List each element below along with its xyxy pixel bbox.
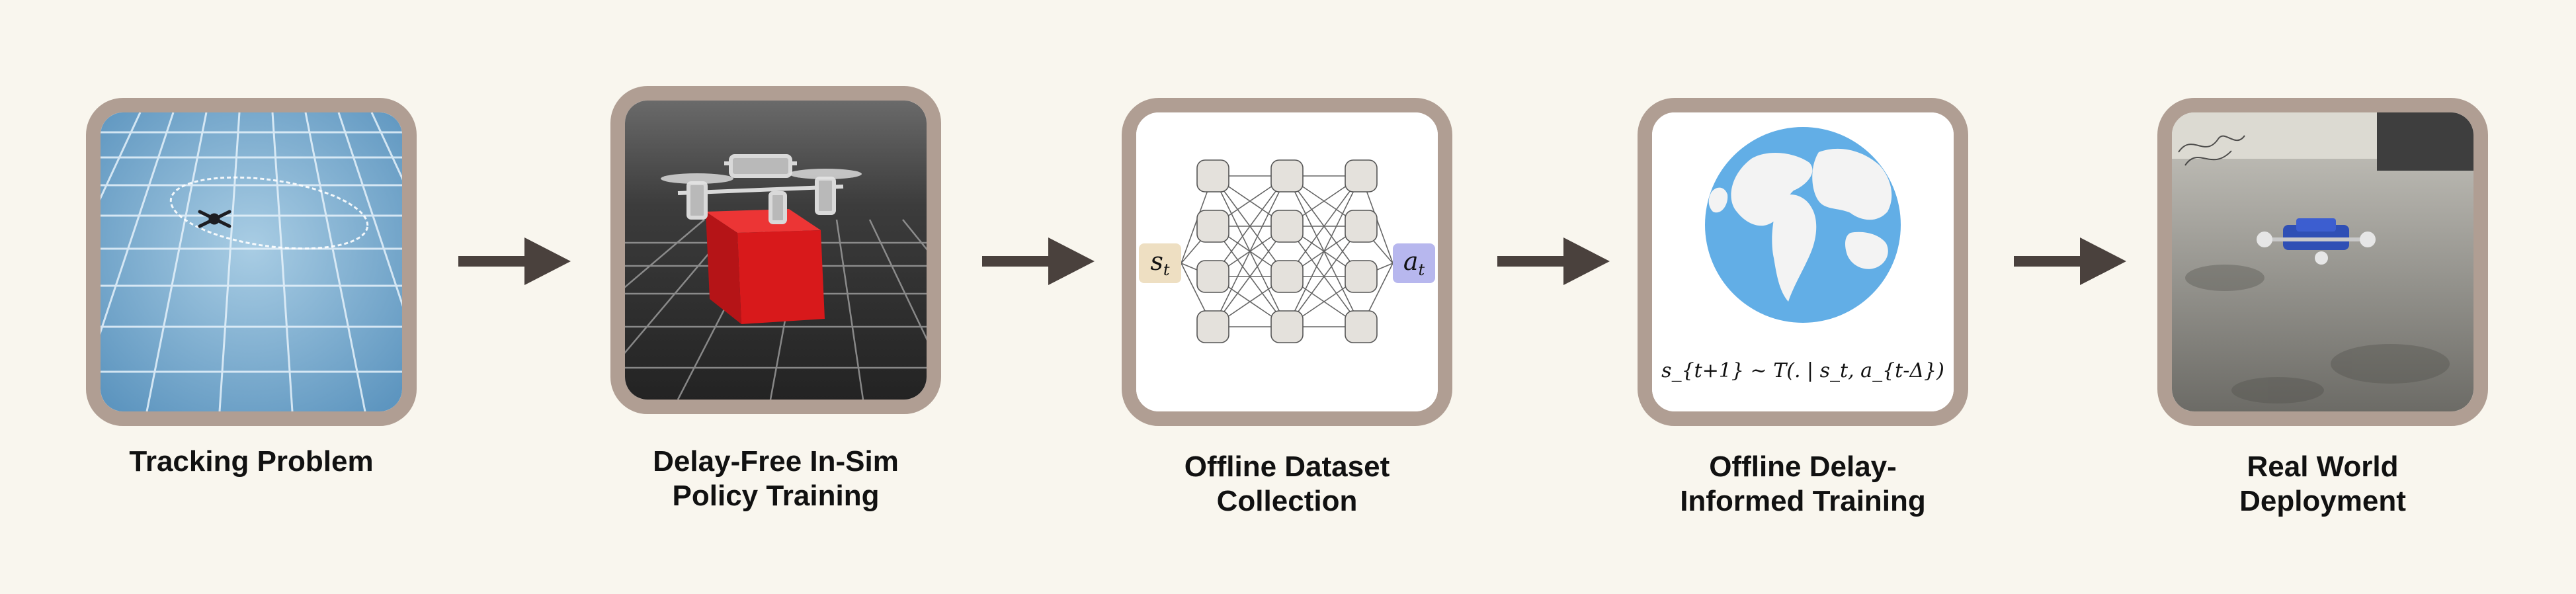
arrow-right-icon: [1497, 237, 1610, 285]
state-input-node: st: [1139, 243, 1181, 283]
sim-training-card: [610, 86, 941, 414]
quadrotor-icon: [661, 154, 862, 224]
tracking-problem-label: Tracking Problem: [129, 445, 374, 478]
real-drone-icon: [2257, 218, 2376, 265]
arrow-right-icon: [982, 237, 1095, 285]
arrow-right-icon: [2014, 237, 2126, 285]
arrow-right-icon: [458, 237, 571, 285]
svg-text:st: st: [1150, 247, 1170, 279]
network-neuron: [1345, 210, 1378, 243]
deployment-card: [2157, 98, 2488, 426]
network-neuron: [1270, 210, 1304, 243]
network-neuron: [1345, 260, 1378, 293]
tracking-problem-card: [86, 98, 417, 426]
red-cube-icon: [706, 209, 825, 324]
network-neuron: [1345, 159, 1378, 192]
action-output-node: at: [1393, 243, 1435, 283]
network-neuron: [1270, 260, 1304, 293]
drone-icon: [198, 210, 231, 228]
network-neuron: [1196, 310, 1229, 343]
network-neuron: [1270, 159, 1304, 192]
dataset-collection-label: Offline Dataset Collection: [1184, 450, 1390, 517]
network-neuron: [1196, 260, 1229, 293]
sim-training-label: Delay-Free In-Sim Policy Training: [653, 445, 899, 512]
globe-icon: [1705, 127, 1901, 323]
deployment-label: Real World Deployment: [2239, 450, 2406, 517]
network-neuron: [1345, 310, 1378, 343]
network-neuron: [1196, 210, 1229, 243]
transition-formula: s_{t+1} ~ T(. | s_t, a_{t-Δ}): [1661, 359, 1944, 382]
dataset-collection-card: st at: [1122, 98, 1452, 426]
svg-text:at: at: [1403, 247, 1425, 279]
network-neuron: [1196, 159, 1229, 192]
delay-training-card: s_{t+1} ~ T(. | s_t, a_{t-Δ}): [1638, 98, 1968, 426]
network-neuron: [1270, 310, 1304, 343]
delay-training-label: Offline Delay- Informed Training: [1680, 450, 1926, 517]
